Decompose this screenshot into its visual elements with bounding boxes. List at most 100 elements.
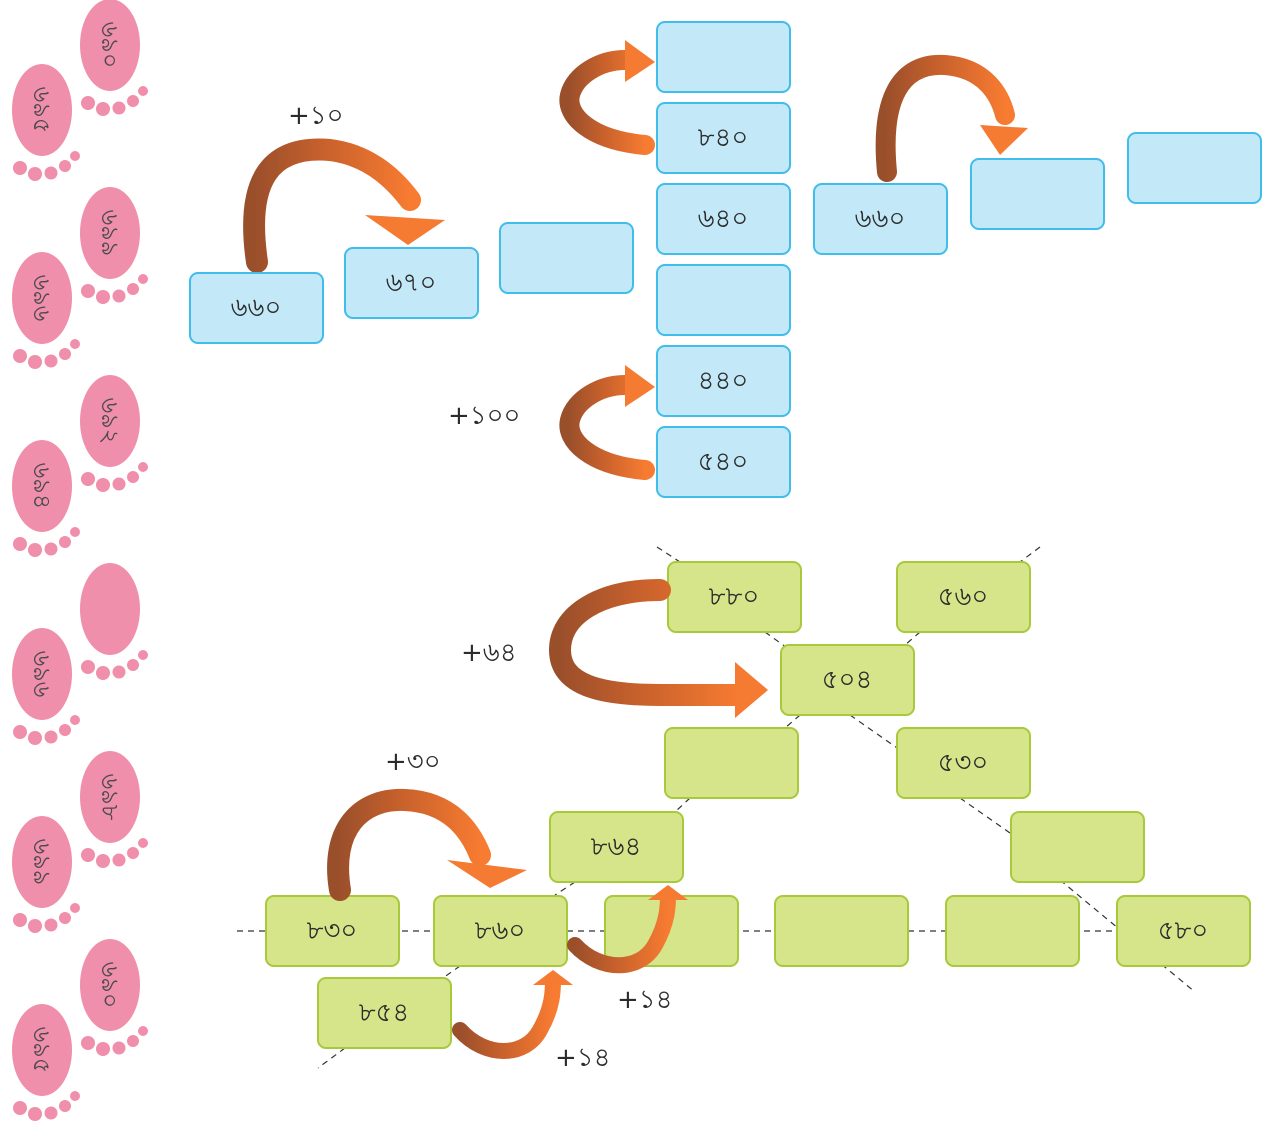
blue-column-box-label: ৪৪০	[698, 366, 749, 396]
op-plus100-label: +১০০	[448, 401, 520, 431]
green-box-mid-right	[896, 727, 1031, 799]
arrow-plus-100	[559, 365, 655, 480]
green-box-bottom-row-label: ৫৮০	[1158, 916, 1209, 946]
footprint-lower	[12, 1004, 80, 1121]
foot-toe	[70, 1091, 80, 1101]
footprint-lower-number: ৬৯৬	[28, 651, 56, 698]
green-box-center-label: ৫০৪	[822, 665, 873, 695]
green-box-upper-left-label: ৮৬৪	[591, 832, 642, 862]
blue-box-row1-2	[344, 247, 479, 319]
arrow-row2	[875, 54, 1028, 182]
foot-sole	[12, 252, 72, 344]
foot-toe	[13, 349, 27, 363]
green-box-bottom-row-blank[interactable]	[945, 895, 1080, 967]
blue-column-box	[656, 102, 791, 174]
arrow-column-up	[559, 40, 655, 155]
blue-column-box-label: ৫৪০	[698, 447, 749, 477]
green-box-center	[780, 644, 915, 716]
green-box-below-left-label: ৮৫৪	[359, 998, 410, 1028]
footprint-upper	[80, 939, 148, 1056]
foot-sole	[80, 187, 140, 279]
footprint-upper-number: ৬৯০	[96, 962, 124, 1009]
foot-toe	[28, 543, 42, 557]
blue-box-row1-3-blank[interactable]	[499, 222, 634, 294]
blue-column-box	[656, 426, 791, 498]
green-box-right-branch-blank[interactable]	[1010, 811, 1145, 883]
green-box-top-right-label: ৫৬০	[938, 582, 989, 612]
green-box-top-right	[896, 561, 1031, 633]
green-box-bottom-row	[433, 895, 568, 967]
foot-sole	[12, 628, 72, 720]
green-box-bottom-row-label: ৮৩০	[307, 916, 358, 946]
foot-toe	[96, 1042, 110, 1056]
foot-sole	[12, 1004, 72, 1096]
foot-toe	[138, 838, 148, 848]
green-box-top-left-label: ৮৮০	[709, 582, 760, 612]
footprint-lower-number: ৬৯৫	[28, 1027, 56, 1074]
blue-box-row2-3-blank[interactable]	[1127, 132, 1262, 204]
foot-toe	[96, 666, 110, 680]
foot-toe	[81, 1036, 95, 1050]
foot-toe	[44, 1106, 58, 1120]
arrow-plus-14-right	[567, 885, 688, 974]
foot-toe	[96, 290, 110, 304]
foot-toe	[59, 348, 71, 360]
blue-column-box-blank[interactable]	[656, 264, 791, 336]
foot-toe	[59, 724, 71, 736]
foot-toe	[70, 527, 80, 537]
foot-toe	[70, 151, 80, 161]
op-plus64-label: +৬৪	[461, 638, 517, 668]
footprint-upper	[80, 751, 148, 868]
foot-toe	[13, 1101, 27, 1115]
footprint-lower-number: ৬৯৫	[28, 87, 56, 134]
foot-toe	[13, 725, 27, 739]
foot-toe	[96, 854, 110, 868]
foot-toe	[138, 1026, 148, 1036]
footprint-upper-number: ৬৯৯	[96, 210, 124, 257]
arrow-plus-10	[243, 138, 445, 273]
foot-toe	[96, 478, 110, 492]
foot-toe	[44, 918, 58, 932]
blue-box-row2-1	[813, 183, 948, 255]
footprint-lower	[12, 628, 80, 745]
foot-toe	[59, 1100, 71, 1112]
foot-toe	[13, 913, 27, 927]
blue-box-row1-1	[189, 272, 324, 344]
foot-toe	[138, 462, 148, 472]
foot-sole	[12, 64, 72, 156]
foot-toe	[127, 1035, 139, 1047]
footprint-upper-number: ৬৯০	[96, 22, 124, 69]
footprint-lower	[12, 252, 80, 369]
foot-toe	[138, 86, 148, 96]
blue-box-row2-2-blank[interactable]	[970, 158, 1105, 230]
foot-toe	[28, 731, 42, 745]
foot-toe	[81, 848, 95, 862]
green-box-bottom-row-label: ৮৬০	[475, 916, 526, 946]
foot-toe	[59, 912, 71, 924]
foot-toe	[13, 161, 27, 175]
foot-toe	[81, 284, 95, 298]
foot-toe	[81, 472, 95, 486]
blue-column-box-blank[interactable]	[656, 21, 791, 93]
foot-toe	[70, 715, 80, 725]
foot-toe	[59, 536, 71, 548]
footprint-upper	[80, 375, 148, 492]
foot-toe	[28, 355, 42, 369]
green-box-upper-left	[549, 811, 684, 883]
green-box-bottom-row-blank[interactable]	[774, 895, 909, 967]
blue-column-box	[656, 345, 791, 417]
green-box-mid-left-blank[interactable]	[664, 727, 799, 799]
arrow-plus-30	[327, 788, 527, 901]
foot-toe	[127, 95, 139, 107]
foot-toe	[127, 847, 139, 859]
foot-toe	[112, 289, 126, 303]
foot-toe	[44, 354, 58, 368]
foot-toe	[70, 903, 80, 913]
foot-sole	[80, 751, 140, 843]
foot-toe	[96, 102, 110, 116]
foot-sole	[12, 816, 72, 908]
foot-toe	[28, 1107, 42, 1121]
foot-toe	[112, 477, 126, 491]
